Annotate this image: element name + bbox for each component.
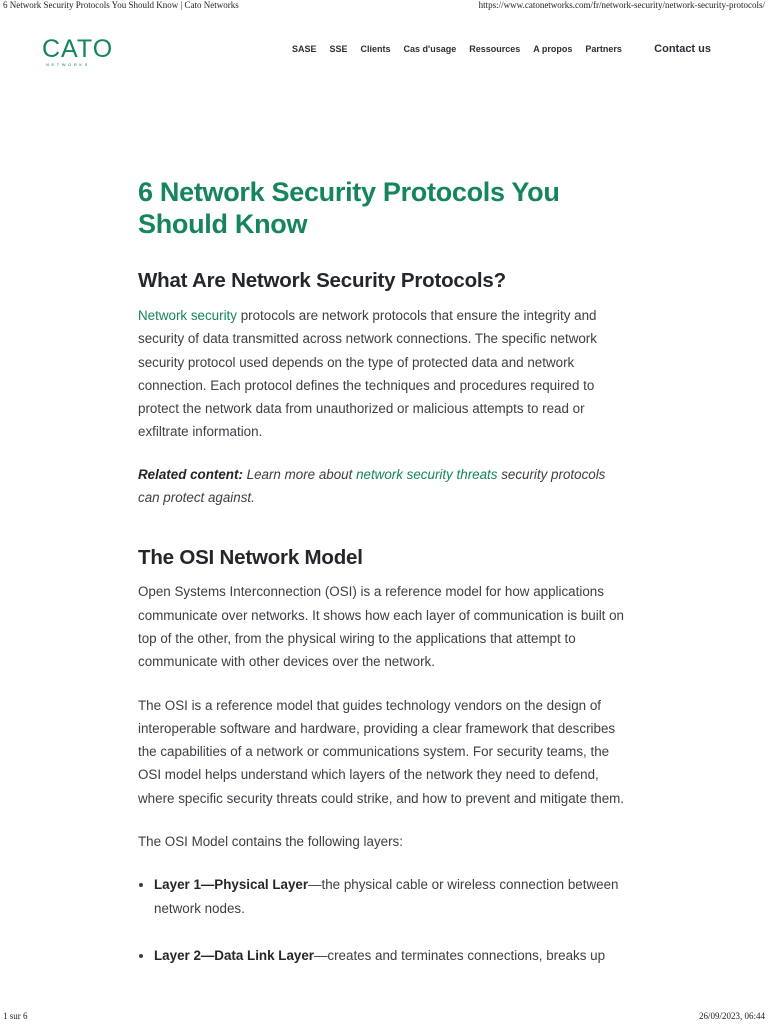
network-security-link[interactable]: Network security (138, 308, 237, 323)
related-content-label: Related content: (138, 466, 243, 482)
print-datetime: 26/09/2023, 06:44 (698, 1011, 765, 1021)
print-header: 6 Network Security Protocols You Should … (0, 0, 768, 12)
nav-link-partners[interactable]: Partners (585, 44, 622, 54)
osi-layers-list: Layer 1—Physical Layer—the physical cabl… (138, 873, 630, 967)
article-content: 6 Network Security Protocols You Should … (138, 176, 630, 967)
heading-what-are-protocols: What Are Network Security Protocols? (138, 269, 506, 292)
logo-subtitle: NETWORKS (46, 62, 90, 67)
layer-description: —the physical cable or wireless connecti… (154, 877, 619, 916)
logo-wordmark: CATO (42, 35, 114, 63)
heading-osi-model: The OSI Network Model (138, 546, 363, 570)
osi-paragraph-2: The OSI is a reference model that guides… (138, 697, 625, 806)
print-page-url: https://www.catonetworks.com/fr/network-… (478, 0, 765, 10)
nav-link-about[interactable]: A propos (533, 44, 573, 54)
print-page-number: 1 sur 6 (3, 1011, 28, 1021)
layer-description: —creates and terminates connections, bre… (314, 947, 606, 963)
contact-us-link[interactable]: Contact us (654, 43, 711, 55)
page-title: 6 Network Security Protocols You Should … (138, 177, 560, 239)
intro-paragraph-text: protocols are network protocols that ens… (138, 308, 597, 440)
layer-name: Layer 2—Data Link Layer (154, 947, 315, 963)
osi-paragraph-3: The OSI Model contains the following lay… (138, 834, 403, 850)
osi-paragraph-1: Open Systems Interconnection (OSI) is a … (138, 584, 624, 670)
list-item: Layer 1—Physical Layer—the physical cabl… (154, 873, 630, 920)
nav-menu: SASE SSE Clients Cas d'usage Ressources … (292, 44, 622, 54)
layer-name: Layer 1—Physical Layer (154, 877, 309, 893)
related-content-pre: Learn more about (242, 466, 357, 482)
related-content-post: security protocols can protect against. (138, 466, 606, 506)
nav-link-sse[interactable]: SSE (329, 44, 348, 54)
nav-link-clients[interactable]: Clients (360, 44, 391, 54)
site-navbar: CATO NETWORKS SASE SSE Clients Cas d'usa… (40, 36, 728, 70)
related-content-note: Related content: Learn more about networ… (138, 463, 630, 510)
nav-link-sase[interactable]: SASE (292, 44, 317, 54)
nav-link-resources[interactable]: Ressources (469, 44, 521, 54)
list-item: Layer 2—Data Link Layer—creates and term… (154, 944, 630, 967)
print-footer: 1 sur 6 26/09/2023, 06:44 (0, 1010, 768, 1024)
print-page-title: 6 Network Security Protocols You Should … (3, 0, 239, 10)
nav-link-use-cases[interactable]: Cas d'usage (403, 44, 457, 54)
intro-paragraph: Network security protocols are network p… (138, 304, 630, 444)
network-security-threats-link[interactable]: network security threats (356, 466, 498, 482)
cato-logo[interactable]: CATO NETWORKS (42, 36, 118, 68)
